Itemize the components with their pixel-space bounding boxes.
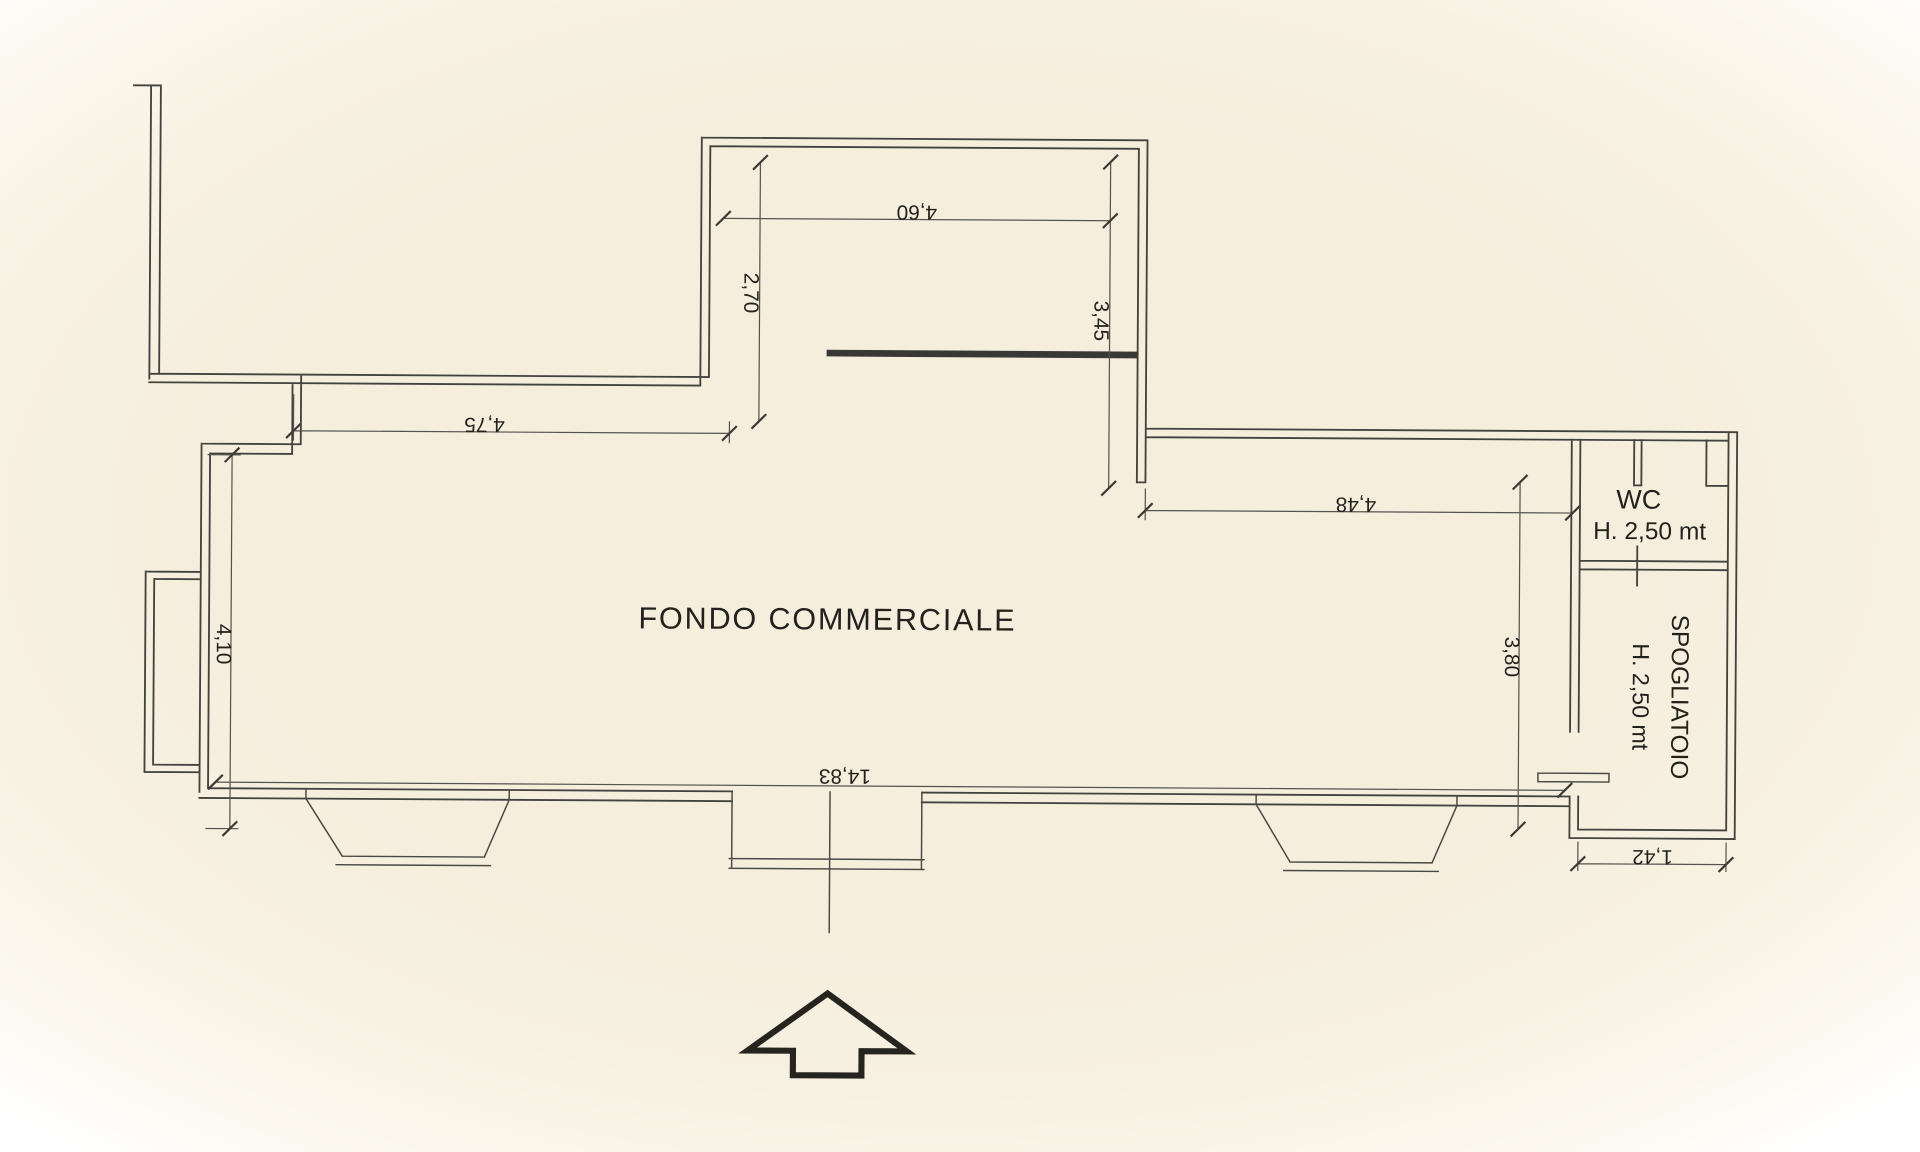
dim-label-top-room-left-depth: 2,70 bbox=[739, 273, 762, 314]
dim-label-right-depth: 3,80 bbox=[1500, 637, 1523, 678]
dim-label-upper-right-wall: 4,48 bbox=[1336, 493, 1377, 516]
window-symbols bbox=[304, 788, 1458, 873]
dim-label-upper-left-wall: 4,75 bbox=[464, 413, 505, 436]
label-main-room: FONDO COMMERCIALE bbox=[638, 601, 1016, 637]
dim-label-front-width: 14,83 bbox=[819, 764, 871, 787]
counter-line bbox=[826, 349, 1138, 359]
entrance-arrow-icon bbox=[738, 989, 917, 1079]
dimension-lines bbox=[205, 154, 1735, 873]
label-spogliatoio-height: H. 2,50 mt bbox=[1627, 643, 1654, 751]
walls bbox=[133, 84, 1739, 840]
label-wc-height: H. 2,50 mt bbox=[1593, 518, 1706, 546]
dim-label-top-room-width: 4,60 bbox=[897, 200, 938, 223]
interior-door-leaf bbox=[1537, 772, 1610, 783]
dim-label-spogliatoio-width: 1,42 bbox=[1632, 845, 1673, 868]
entrance-door bbox=[728, 790, 925, 934]
dim-label-left-depth: 4,10 bbox=[212, 624, 235, 665]
label-wc: WC bbox=[1616, 484, 1661, 514]
label-spogliatoio: SPOGLIATOIO bbox=[1665, 615, 1693, 780]
dim-label-top-room-right-depth: 3,45 bbox=[1089, 301, 1112, 342]
